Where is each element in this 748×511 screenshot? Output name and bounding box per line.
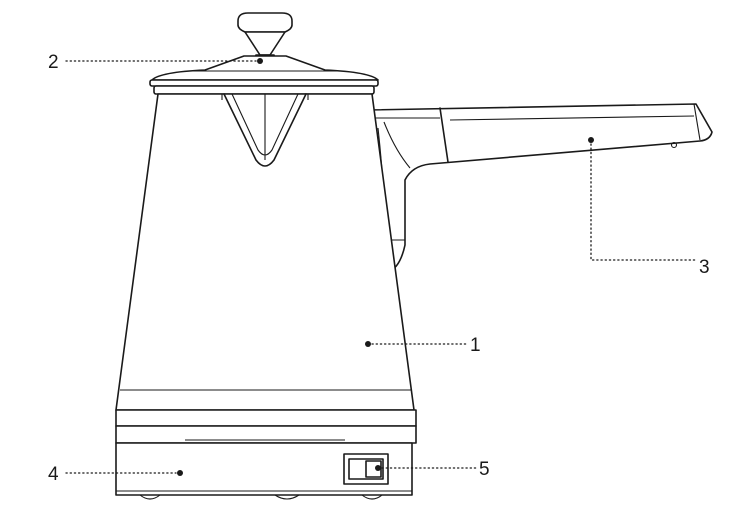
callout-label-5: 5 xyxy=(479,459,490,480)
handle xyxy=(367,103,713,273)
callout-2: 2 xyxy=(48,52,263,73)
kettle-body xyxy=(115,93,415,411)
callout-label-1: 1 xyxy=(470,335,481,356)
callout-label-3: 3 xyxy=(699,257,710,278)
callout-label-2: 2 xyxy=(48,52,59,73)
callout-3: 3 xyxy=(588,137,710,278)
callout-5: 5 xyxy=(375,459,490,480)
callout-label-4: 4 xyxy=(48,464,59,485)
power-switch-icon xyxy=(343,453,389,485)
callout-1: 1 xyxy=(365,335,481,356)
callout-4: 4 xyxy=(48,464,183,485)
lid xyxy=(149,55,379,95)
